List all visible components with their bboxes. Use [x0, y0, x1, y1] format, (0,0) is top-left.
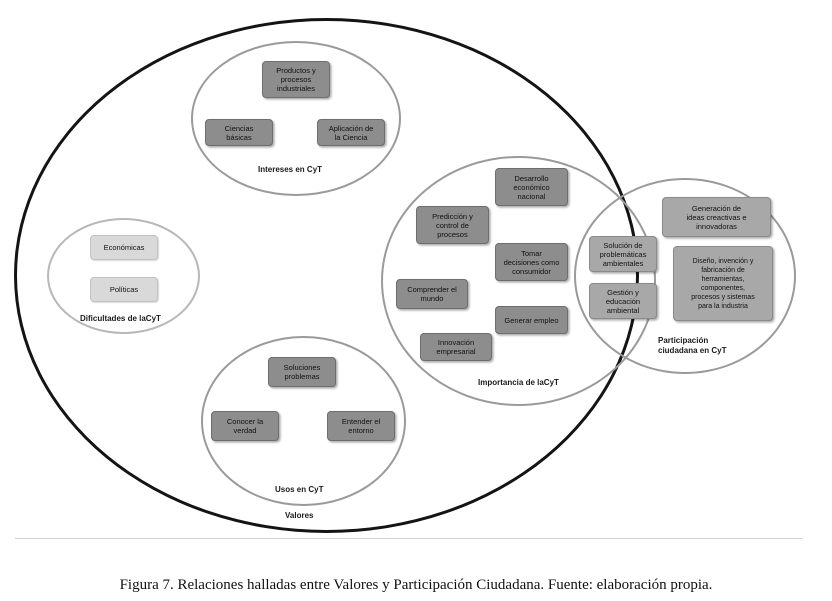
participacion-label: Participación ciudadana en CyT — [658, 336, 727, 355]
box-desarrollo-economico: Desarrollo económico nacional — [495, 168, 568, 206]
box-soluciones-problemas: Soluciones problemas — [268, 357, 336, 387]
intereses-circle — [191, 41, 401, 196]
box-gestion-educacion: Gestión y educación ambiental — [589, 283, 657, 319]
box-tomar-decisiones: Tomar decisiones como consumidor — [495, 243, 568, 281]
figure-caption: Figura 7. Relaciones halladas entre Valo… — [119, 577, 713, 593]
box-productos-procesos: Productos y procesos industriales — [262, 61, 330, 98]
usos-label: Usos en CyT — [275, 485, 324, 494]
box-solucion-ambientales: Solución de problemáticas ambientales — [589, 236, 657, 272]
box-entender-entorno: Entender el entorno — [327, 411, 395, 441]
box-conocer-verdad: Conocer la verdad — [211, 411, 279, 441]
divider-line — [15, 538, 802, 539]
box-prediccion-control: Predicción y control de procesos — [416, 206, 489, 244]
box-economicas: Económicas — [90, 235, 158, 260]
importancia-label: Importancia de laCyT — [478, 378, 559, 387]
box-generacion-ideas: Generación de ideas creactivas e innovad… — [662, 197, 771, 237]
participacion-circle — [574, 178, 796, 374]
box-comprender-mundo: Comprender el mundo — [396, 279, 468, 309]
box-ciencias-basicas: Ciencias básicas — [205, 119, 273, 146]
box-diseno-invencion: Diseño, invención y fabricación de herra… — [673, 246, 773, 321]
box-politicas: Políticas — [90, 277, 158, 302]
box-generar-empleo: Generar empleo — [495, 306, 568, 334]
intereses-label: Intereses en CyT — [258, 165, 323, 174]
valores-label: Valores — [285, 511, 314, 520]
usos-circle — [201, 336, 406, 506]
box-aplicacion-ciencia: Aplicación de la Ciencia — [317, 119, 385, 146]
dificultades-circle — [47, 218, 200, 334]
box-innovacion-empresarial: Innovación empresarial — [420, 333, 492, 361]
dificultades-label: Dificultades de laCyT — [80, 314, 161, 323]
